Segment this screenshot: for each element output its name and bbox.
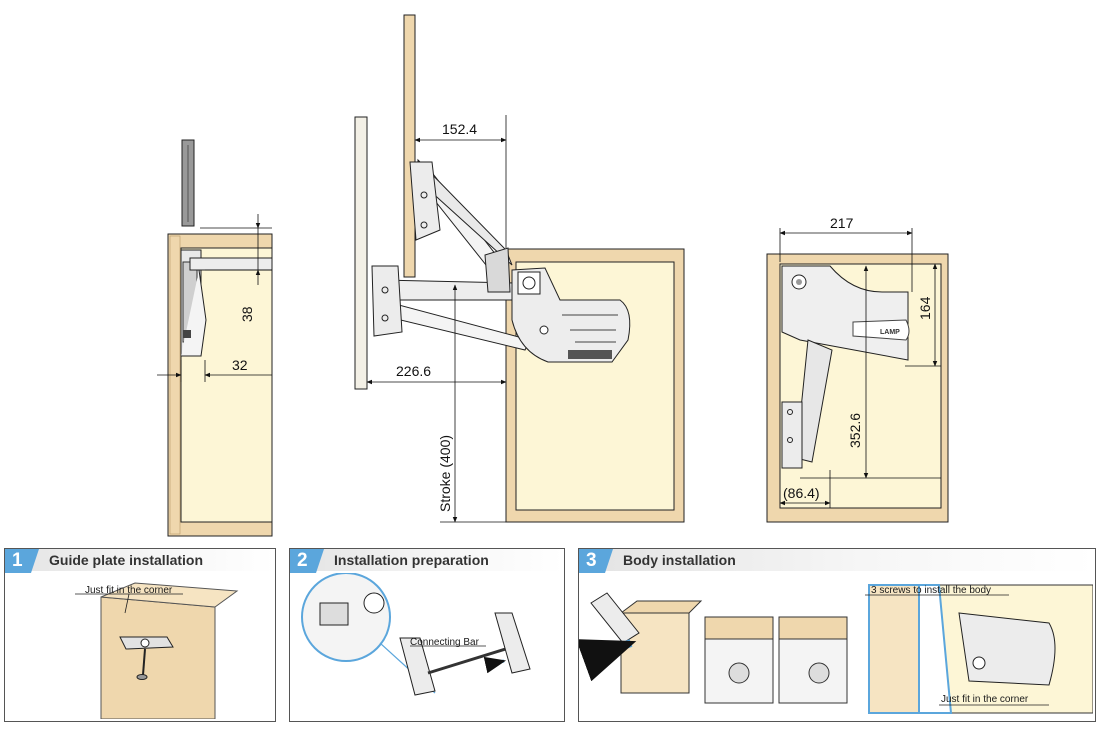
dim-217: 217: [830, 215, 854, 231]
step-panel-3: 3 Body installation 3 screws to install …: [578, 548, 1096, 722]
dim-152-4: 152.4: [442, 121, 477, 137]
dim-226-6: 226.6: [396, 363, 431, 379]
step-badge-1: [5, 549, 39, 573]
step-number-1: 1: [12, 550, 23, 571]
door-upper: [403, 14, 416, 278]
dim-164: 164: [917, 296, 933, 320]
step-3-note-screws: 3 screws to install the body: [871, 585, 992, 596]
connecting-bar-illustration: [301, 573, 531, 696]
step-title-1: Guide plate installation: [49, 552, 204, 568]
dim-352-6: 352.6: [847, 413, 863, 448]
dim-38: 38: [239, 306, 255, 322]
dim-32: 32: [232, 357, 248, 373]
guide-plate-illustration: [75, 582, 239, 719]
step-3-note-corner: Just fit in the corner: [941, 694, 1029, 705]
dim-86-4: (86.4): [783, 485, 820, 501]
step-panel-1: 1 Guide plate installation Just fit in t…: [4, 548, 276, 722]
step-badge-3: [579, 549, 613, 573]
brand-logo: LAMP: [880, 329, 900, 336]
step-badge-2: [290, 549, 324, 573]
right-cabinet-view: LAMP 217 164 352.6 (86.4): [766, 215, 949, 523]
step-title-2: Installation preparation: [334, 552, 489, 568]
left-cabinet-view: 38 32: [157, 139, 273, 537]
body-install-illustration: [579, 584, 1093, 714]
door-lower: [354, 116, 368, 390]
step-number-3: 3: [586, 550, 597, 571]
step-1-note: Just fit in the corner: [85, 585, 173, 596]
middle-cabinet-view: 152.4 226.6 Stroke (400): [354, 14, 685, 523]
step-title-3: Body installation: [623, 552, 736, 568]
step-panel-2: 2 Installation preparation Connecting Ba…: [289, 548, 565, 722]
dim-stroke: Stroke (400): [437, 435, 453, 512]
step-number-2: 2: [297, 550, 308, 571]
step-2-note: Connecting Bar: [410, 637, 479, 648]
